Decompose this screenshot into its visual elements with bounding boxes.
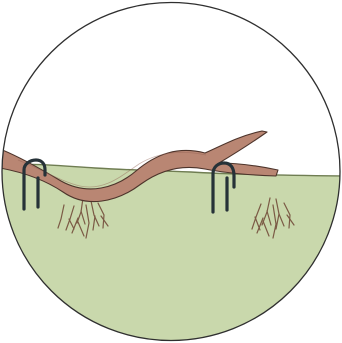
soil-layer bbox=[0, 164, 342, 343]
